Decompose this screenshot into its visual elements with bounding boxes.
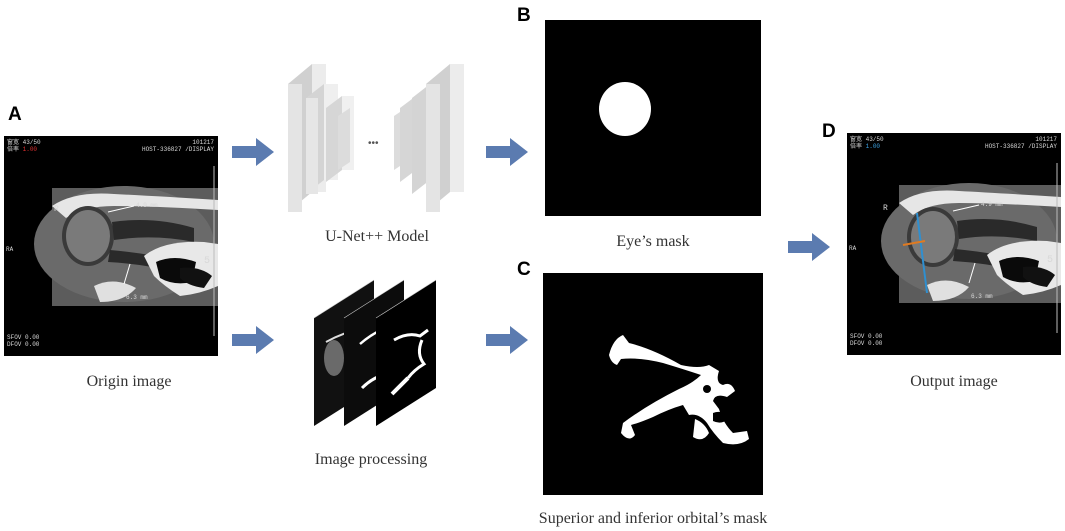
arrow-to-output — [788, 233, 830, 261]
ct-dfov-text: DFOV 0.00 — [7, 341, 40, 348]
panel-letter-a: A — [8, 104, 22, 125]
ct-output-host-text: HOST-336827 /DISPLAY — [984, 143, 1057, 150]
ct-output-window-text: 窗宽 43/50 — [850, 136, 884, 143]
ct-output-zoom-row: 倍率 1.00 — [850, 143, 884, 150]
ct-header-left: 窗宽 43/50 倍率 1.00 — [7, 139, 41, 153]
ct-measure-1: 4.9 mm — [136, 202, 158, 209]
ct-side-5: 5 — [204, 256, 211, 267]
ct-sfov-text: SFOV 0.00 — [7, 334, 40, 341]
ct-measure-2: 6.3 mm — [126, 294, 148, 301]
ct-output-measure-2: 6.3 mm — [971, 293, 993, 300]
ct-output-footer: SFOV 0.00 DFOV 0.00 — [850, 333, 882, 347]
eye-mask-shape — [599, 82, 651, 136]
caption-image-processing: Image processing — [314, 451, 428, 468]
ct-id-text: 101217 — [192, 139, 214, 146]
output-ct-image: 窗宽 43/50 倍率 1.00 101217 HOST-336827 /DIS… — [847, 133, 1061, 355]
ct-output-sfov-text: SFOV 0.00 — [850, 333, 883, 340]
ct-window-text: 窗宽 43/50 — [7, 139, 41, 146]
ct-host-text: HOST-336827 /DISPLAY — [141, 146, 214, 153]
ct-output-header-right: 101217 HOST-336827 /DISPLAY — [985, 136, 1057, 150]
panel-letter-c: C — [517, 259, 531, 280]
ct-output-dfov-text: DFOV 0.00 — [850, 340, 883, 347]
panel-letter-b: B — [517, 5, 531, 26]
ct-output-side-ra: RA — [849, 245, 857, 252]
panel-letter-d: D — [822, 121, 836, 142]
ct-output-id-text: 101217 — [1035, 136, 1057, 143]
orbital-mask-shape — [609, 335, 749, 445]
ct-side-ra: RA — [6, 246, 14, 253]
ct-output-zoom-label: 倍率 — [850, 143, 863, 150]
caption-unet-model: U-Net++ Model — [325, 228, 429, 245]
arrow-to-processing — [232, 326, 274, 354]
output-depth-marker — [902, 240, 926, 246]
ct-output-header-left: 窗宽 43/50 倍率 1.00 — [850, 136, 884, 150]
eye-mask-image — [545, 20, 761, 216]
ct-output-measure-1: 4.9 mm — [981, 201, 1003, 208]
orbital-mask-image — [543, 273, 763, 495]
caption-eye-mask: Eye’s mask — [616, 233, 690, 250]
ct-output-graphic — [881, 163, 1061, 333]
caption-output-image: Output image — [910, 373, 998, 390]
ct-output-side-5: 5 — [1047, 255, 1054, 266]
arrow-to-orbital-mask — [486, 326, 528, 354]
arrow-to-unet — [232, 138, 274, 166]
caption-origin-image: Origin image — [86, 373, 172, 390]
ct-scan-graphic — [34, 166, 218, 336]
ct-footer: SFOV 0.00 DFOV 0.00 — [7, 334, 39, 348]
output-axis-line — [916, 212, 928, 294]
ct-output-side-r: R — [883, 204, 888, 213]
unet-model-graphic: ••• — [288, 64, 464, 212]
caption-orbital-mask: Superior and inferior orbital’s mask — [538, 510, 768, 527]
ct-zoom-label: 倍率 — [7, 146, 20, 153]
ct-side-r: R — [54, 205, 59, 214]
origin-ct-image: 窗宽 43/50 倍率 1.00 101217 HOST-336827 /DIS… — [4, 136, 218, 356]
ct-output-zoom-value: 1.00 — [865, 143, 881, 150]
ct-zoom-row: 倍率 1.00 — [7, 146, 41, 153]
image-processing-stack — [313, 279, 437, 426]
ct-zoom-value: 1.00 — [22, 146, 38, 153]
arrow-to-eye-mask — [486, 138, 528, 166]
ct-header-right: 101217 HOST-336827 /DISPLAY — [142, 139, 214, 153]
unet-dots: ••• — [368, 138, 379, 149]
